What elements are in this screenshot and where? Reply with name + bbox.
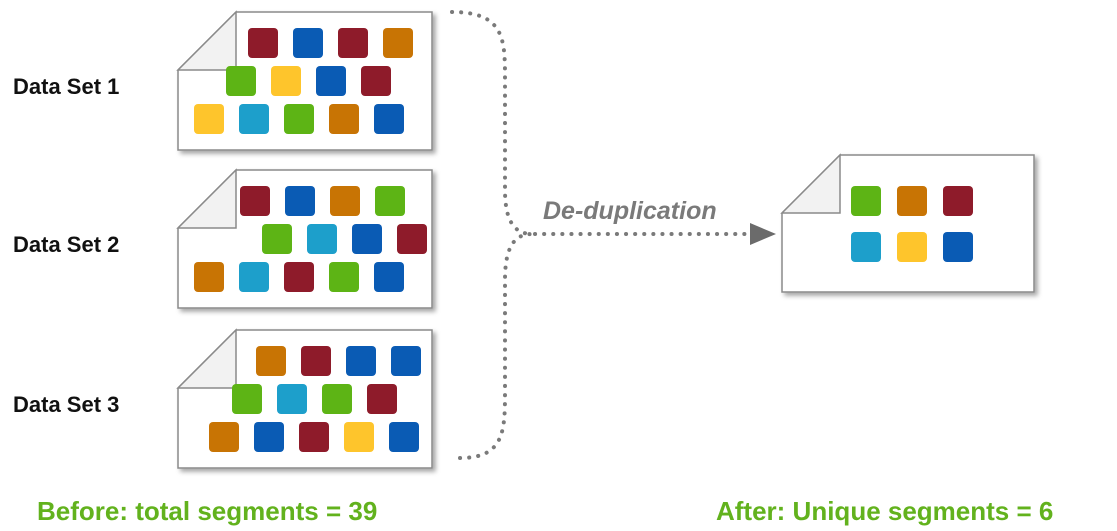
segment-cyan bbox=[307, 224, 337, 254]
segment-blue bbox=[352, 224, 382, 254]
segment-red bbox=[240, 186, 270, 216]
segment-yellow bbox=[271, 66, 301, 96]
segment-green bbox=[851, 186, 881, 216]
segment-red bbox=[397, 224, 427, 254]
segment-red bbox=[299, 422, 329, 452]
segment-yellow bbox=[194, 104, 224, 134]
segment-blue bbox=[316, 66, 346, 96]
segment-cyan bbox=[239, 262, 269, 292]
data-set-1-label: Data Set 1 bbox=[13, 74, 120, 99]
segment-red bbox=[284, 262, 314, 292]
data-set-2-label: Data Set 2 bbox=[13, 232, 120, 257]
data-set-2-document bbox=[176, 168, 433, 309]
segment-blue bbox=[285, 186, 315, 216]
segment-red bbox=[248, 28, 278, 58]
segment-green bbox=[329, 262, 359, 292]
segment-cyan bbox=[277, 384, 307, 414]
arrow-head-icon bbox=[750, 223, 776, 245]
segment-red bbox=[943, 186, 973, 216]
segment-orange bbox=[256, 346, 286, 376]
segment-green bbox=[284, 104, 314, 134]
segment-cyan bbox=[239, 104, 269, 134]
segment-orange bbox=[209, 422, 239, 452]
brace-top bbox=[450, 10, 534, 236]
result-document bbox=[780, 153, 1035, 293]
segment-blue bbox=[254, 422, 284, 452]
segment-green bbox=[375, 186, 405, 216]
segment-cyan bbox=[851, 232, 881, 262]
segment-yellow bbox=[897, 232, 927, 262]
segment-red bbox=[338, 28, 368, 58]
data-set-1-document bbox=[176, 10, 433, 151]
segment-yellow bbox=[344, 422, 374, 452]
segment-blue bbox=[391, 346, 421, 376]
segment-orange bbox=[383, 28, 413, 58]
segment-orange bbox=[897, 186, 927, 216]
segment-orange bbox=[194, 262, 224, 292]
segment-blue bbox=[374, 104, 404, 134]
segment-blue bbox=[346, 346, 376, 376]
segment-green bbox=[262, 224, 292, 254]
segment-green bbox=[226, 66, 256, 96]
segment-green bbox=[232, 384, 262, 414]
segment-blue bbox=[293, 28, 323, 58]
brace-bottom bbox=[458, 232, 534, 460]
data-set-3-document bbox=[176, 328, 433, 469]
segment-red bbox=[301, 346, 331, 376]
segment-green bbox=[322, 384, 352, 414]
dedup-label: De-duplication bbox=[543, 197, 717, 225]
segment-orange bbox=[329, 104, 359, 134]
data-set-3-label: Data Set 3 bbox=[13, 392, 120, 417]
after-caption: After: Unique segments = 6 bbox=[716, 496, 1054, 526]
before-caption: Before: total segments = 39 bbox=[37, 496, 378, 526]
segment-red bbox=[361, 66, 391, 96]
segment-blue bbox=[943, 232, 973, 262]
segment-blue bbox=[374, 262, 404, 292]
segment-red bbox=[367, 384, 397, 414]
segment-blue bbox=[389, 422, 419, 452]
segment-orange bbox=[330, 186, 360, 216]
